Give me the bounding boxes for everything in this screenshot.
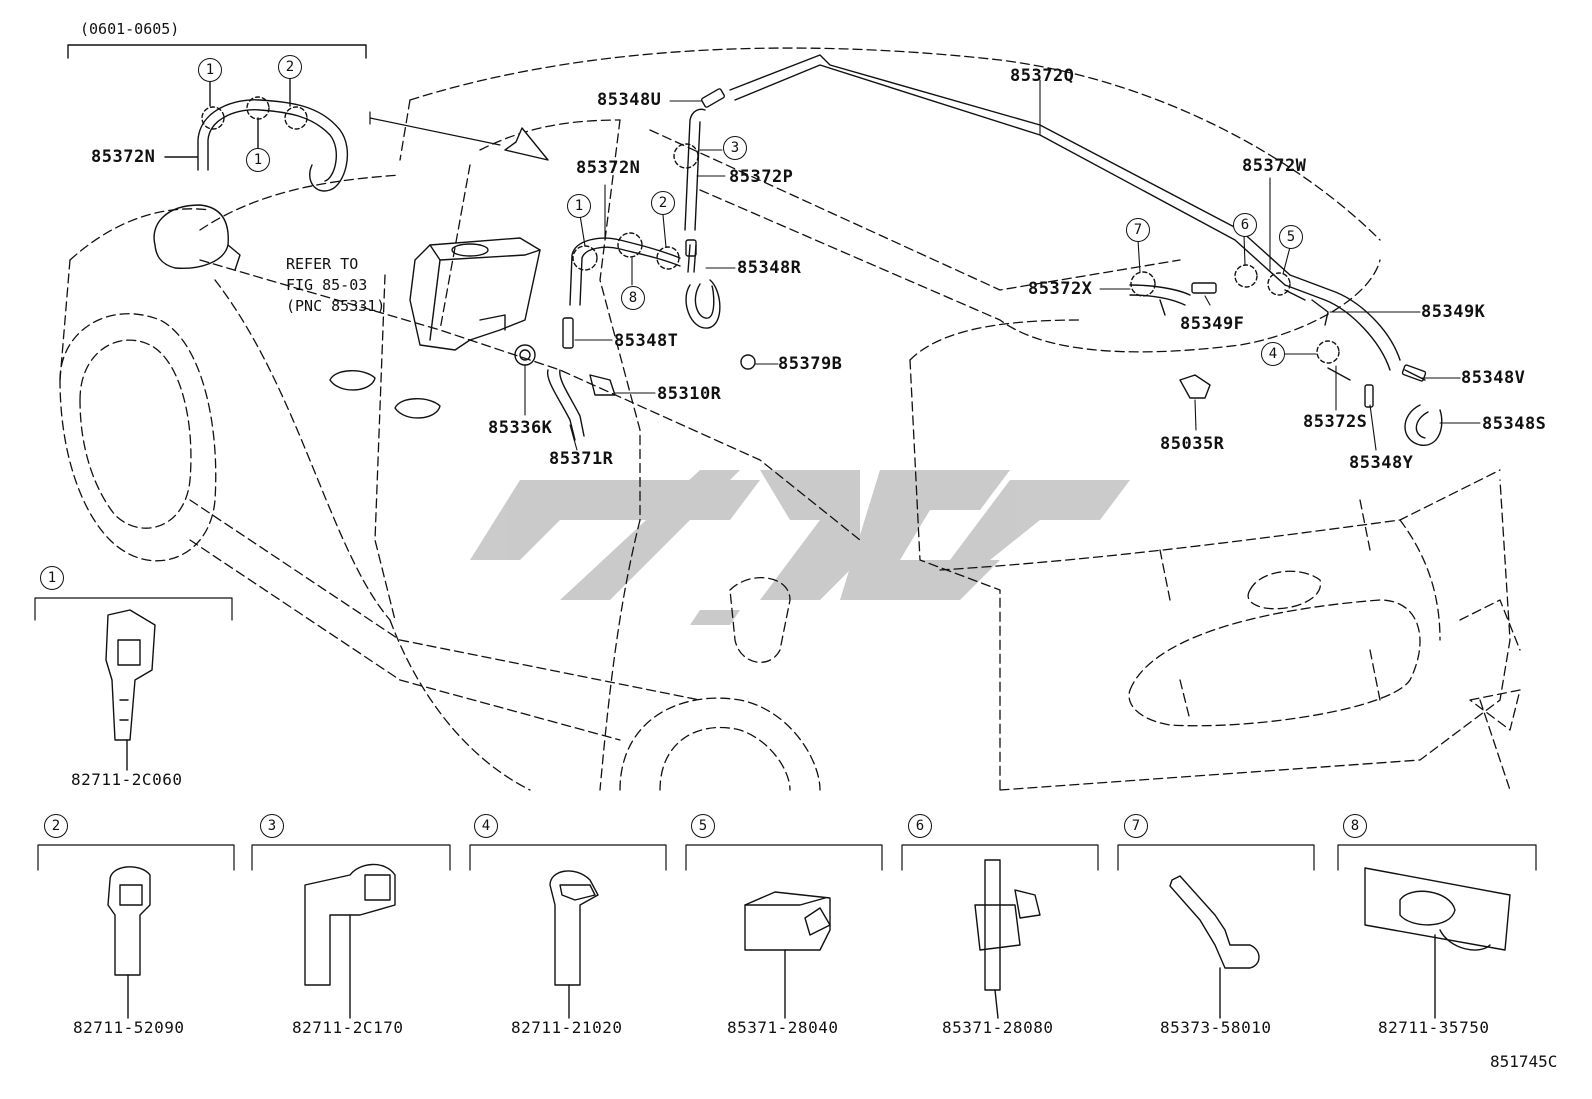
detail-6-number: 6 xyxy=(908,814,932,838)
detail-3-part: 82711-2C170 xyxy=(292,1018,404,1037)
detail-4-part: 82711-21020 xyxy=(511,1018,623,1037)
detail-4-number: 4 xyxy=(474,814,498,838)
detail-7-part: 85373-58010 xyxy=(1160,1018,1272,1037)
clamp-marker: 1 xyxy=(198,58,222,82)
clamp-marker: 5 xyxy=(1279,225,1303,249)
callout-85348T: 85348T xyxy=(614,331,679,351)
callout-85372N-inset: 85372N xyxy=(91,147,156,167)
callout-85372Q: 85372Q xyxy=(1010,66,1075,86)
callout-85372S: 85372S xyxy=(1303,412,1368,432)
clamp-marker: 3 xyxy=(723,136,747,160)
detail-1-number: 1 xyxy=(40,566,64,590)
clamp-marker: 8 xyxy=(621,286,645,310)
watermark-logo xyxy=(470,470,1130,625)
callout-85348S: 85348S xyxy=(1482,414,1547,434)
callout-85372X: 85372X xyxy=(1028,279,1093,299)
callout-85348U: 85348U xyxy=(597,90,662,110)
detail-1-part: 82711-2C060 xyxy=(71,770,183,789)
detail-2-part: 82711-52090 xyxy=(73,1018,185,1037)
callout-85348V: 85348V xyxy=(1461,368,1526,388)
callout-85372W: 85372W xyxy=(1242,156,1307,176)
detail-2-number: 2 xyxy=(44,814,68,838)
callout-85310R: 85310R xyxy=(657,384,722,404)
callout-85372P: 85372P xyxy=(729,167,794,187)
clamp-marker: 1 xyxy=(567,194,591,218)
detail-5-part: 85371-28040 xyxy=(727,1018,839,1037)
clamp-marker: 4 xyxy=(1261,342,1285,366)
callout-85035R: 85035R xyxy=(1160,434,1225,454)
clamp-marker: 2 xyxy=(278,55,302,79)
refer-note-line1: REFER TO xyxy=(286,255,359,273)
detail-3-number: 3 xyxy=(260,814,284,838)
callout-85348Y: 85348Y xyxy=(1349,453,1414,473)
refer-note-line2: FIG 85-03 xyxy=(286,276,368,294)
callout-85349K: 85349K xyxy=(1421,302,1486,322)
detail-8-part: 82711-35750 xyxy=(1378,1018,1490,1037)
callout-85372N: 85372N xyxy=(576,158,641,178)
clamp-marker: 7 xyxy=(1126,218,1150,242)
figure-code: 851745C xyxy=(1490,1052,1558,1071)
detail-7-number: 7 xyxy=(1124,814,1148,838)
callout-85336K: 85336K xyxy=(488,418,553,438)
callout-85349F: 85349F xyxy=(1180,314,1245,334)
range-label: (0601-0605) xyxy=(80,20,180,38)
callout-85371R: 85371R xyxy=(549,449,614,469)
clamp-marker: 2 xyxy=(651,191,675,215)
detail-5-number: 5 xyxy=(691,814,715,838)
detail-6-part: 85371-28080 xyxy=(942,1018,1054,1037)
clamp-marker: 6 xyxy=(1233,213,1257,237)
clamp-marker: 1 xyxy=(246,148,270,172)
detail-8-number: 8 xyxy=(1343,814,1367,838)
callout-85379B: 85379B xyxy=(778,354,843,374)
callout-85348R: 85348R xyxy=(737,258,802,278)
refer-note-line3: (PNC 85331) xyxy=(286,297,386,315)
